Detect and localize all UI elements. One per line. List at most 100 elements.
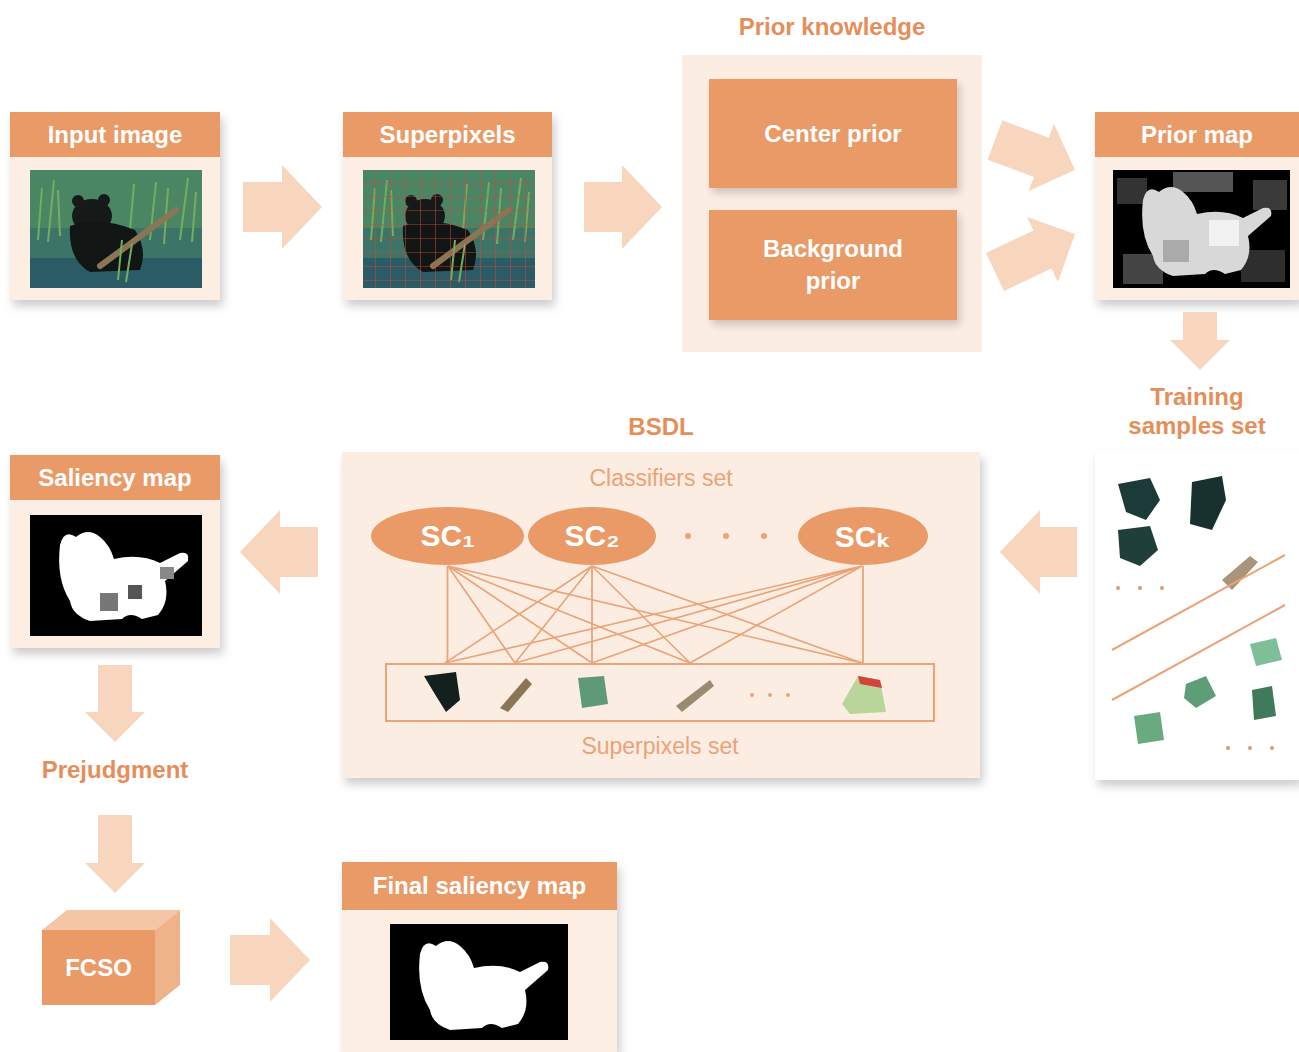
card-panels — [10, 112, 1299, 1052]
cube-side — [155, 910, 180, 1005]
node-label: Prior knowledge — [682, 12, 982, 42]
cube-front — [42, 930, 155, 1005]
image-card: Input image — [10, 112, 220, 300]
block-arrow — [240, 510, 318, 594]
image-card: Prior map — [1095, 112, 1299, 300]
prior-map-image-part — [1253, 180, 1287, 210]
saliency-map-image-part — [59, 532, 188, 621]
training-samples-part — [1118, 478, 1160, 520]
process-cube: FCSO — [42, 910, 180, 1005]
node-label: Final saliency map — [342, 862, 617, 910]
prior-map-image-part — [1163, 240, 1189, 262]
final-saliency-image-part — [390, 924, 568, 1040]
superpixel-thumbnails-part — [750, 693, 754, 697]
training-samples-part — [1252, 686, 1276, 720]
training-samples-part — [1134, 712, 1164, 744]
classifier-ellipse: SCₖ — [797, 506, 929, 566]
node-label: BSDL — [342, 412, 980, 442]
classifier-dots-part — [761, 533, 767, 539]
node-label: SC₂ — [527, 506, 657, 566]
training-samples-part — [1250, 638, 1282, 666]
superpixel-thumbnails-part — [676, 680, 714, 712]
node-label: Prejudgment — [10, 752, 220, 788]
training-samples-part — [1184, 676, 1216, 708]
classifier-ellipse: SC₁ — [370, 506, 525, 566]
training-samples — [1112, 476, 1285, 750]
node-label: Input image — [10, 112, 220, 157]
card-panels-part — [343, 112, 552, 300]
block-arrow — [1000, 510, 1077, 594]
group-panel: Training samples set — [1095, 378, 1299, 780]
training-samples-part — [1138, 586, 1142, 590]
image-card: Superpixels — [343, 112, 552, 300]
final-saliency-image-part — [419, 941, 548, 1030]
saliency-map-image-part — [160, 567, 174, 579]
superpixel-thumbnails-part — [842, 676, 886, 714]
saliency-map-image-part — [128, 585, 142, 599]
fan-lines-part — [445, 566, 862, 663]
group-panels-part — [1095, 450, 1299, 780]
training-samples-part — [1116, 586, 1120, 590]
saliency-map-image-part — [100, 593, 118, 611]
superpixel-thumbnails-part — [786, 693, 790, 697]
prior-box: Center prior — [709, 79, 957, 188]
ellipse-shape — [528, 507, 656, 565]
prior-map-image-part — [1142, 187, 1271, 276]
node-label: Superpixels set — [367, 732, 953, 760]
card-panels-part — [10, 112, 220, 300]
card-panels-part — [1095, 112, 1299, 300]
card-panels-part — [342, 862, 617, 1052]
final-saliency-image — [390, 924, 568, 1040]
superpixel-thumbnails-part — [424, 672, 460, 712]
group-panels — [342, 55, 1299, 780]
prior-map-image — [1113, 170, 1290, 288]
node-label: Saliency map — [10, 455, 220, 500]
node-label: Superpixels — [343, 112, 552, 157]
superpixel-thumbnails-part — [500, 678, 532, 712]
superpixel-thumbnails-part — [578, 676, 608, 708]
input-photo-part — [30, 170, 202, 288]
prior-map-image-part — [1113, 170, 1290, 288]
prior-map-image-part — [1117, 178, 1147, 204]
connector-line — [447, 566, 449, 663]
card-panels-part — [10, 455, 220, 648]
training-samples-part — [1190, 476, 1226, 530]
classifier-ellipse: SC₂ — [527, 506, 657, 566]
block-arrow — [986, 217, 1075, 291]
ellipse-shape — [371, 507, 524, 565]
node-sublabel: Classifiers set — [342, 464, 980, 492]
connector-line — [862, 566, 864, 663]
training-samples-part — [1160, 586, 1164, 590]
block-arrow — [243, 165, 322, 249]
node-label: SCₖ — [797, 506, 929, 566]
block-arrow — [85, 665, 145, 742]
input-photo — [30, 170, 202, 288]
node-label: SC₁ — [370, 506, 525, 566]
block-arrow — [988, 120, 1075, 191]
block-arrow — [1170, 312, 1230, 370]
group-panel: BSDL Classifiers setSC₁SC₂ SCₖSuperpixels … — [342, 408, 980, 778]
superpixel-photo-part — [363, 170, 535, 288]
fan-lines — [445, 566, 862, 663]
training-samples-part — [1118, 526, 1158, 566]
group-panels-part — [342, 452, 980, 778]
superpixel-thumbnails-part — [858, 676, 882, 688]
block-arrow — [230, 918, 310, 1002]
training-samples-part — [1248, 746, 1252, 750]
node-label: Training samples set — [1095, 382, 1299, 440]
image-card: Final saliency map — [342, 862, 617, 1052]
image-card: Saliency map — [10, 455, 220, 648]
group-panels-part — [682, 55, 982, 352]
training-samples-part — [1270, 746, 1274, 750]
block-arrow — [85, 815, 145, 893]
group-panel: Prior knowledgeCenter priorBackground pr… — [682, 8, 982, 352]
ellipse-shape — [798, 507, 928, 565]
saliency-map-image-part — [30, 515, 202, 636]
classifier-dots — [685, 533, 767, 539]
node-label: Center prior — [709, 118, 957, 150]
node-label: Background prior — [709, 233, 957, 297]
step-label: Prejudgment — [10, 752, 220, 788]
superpixel-set-box: Superpixels set — [385, 663, 935, 722]
superpixel-photo — [363, 170, 535, 288]
